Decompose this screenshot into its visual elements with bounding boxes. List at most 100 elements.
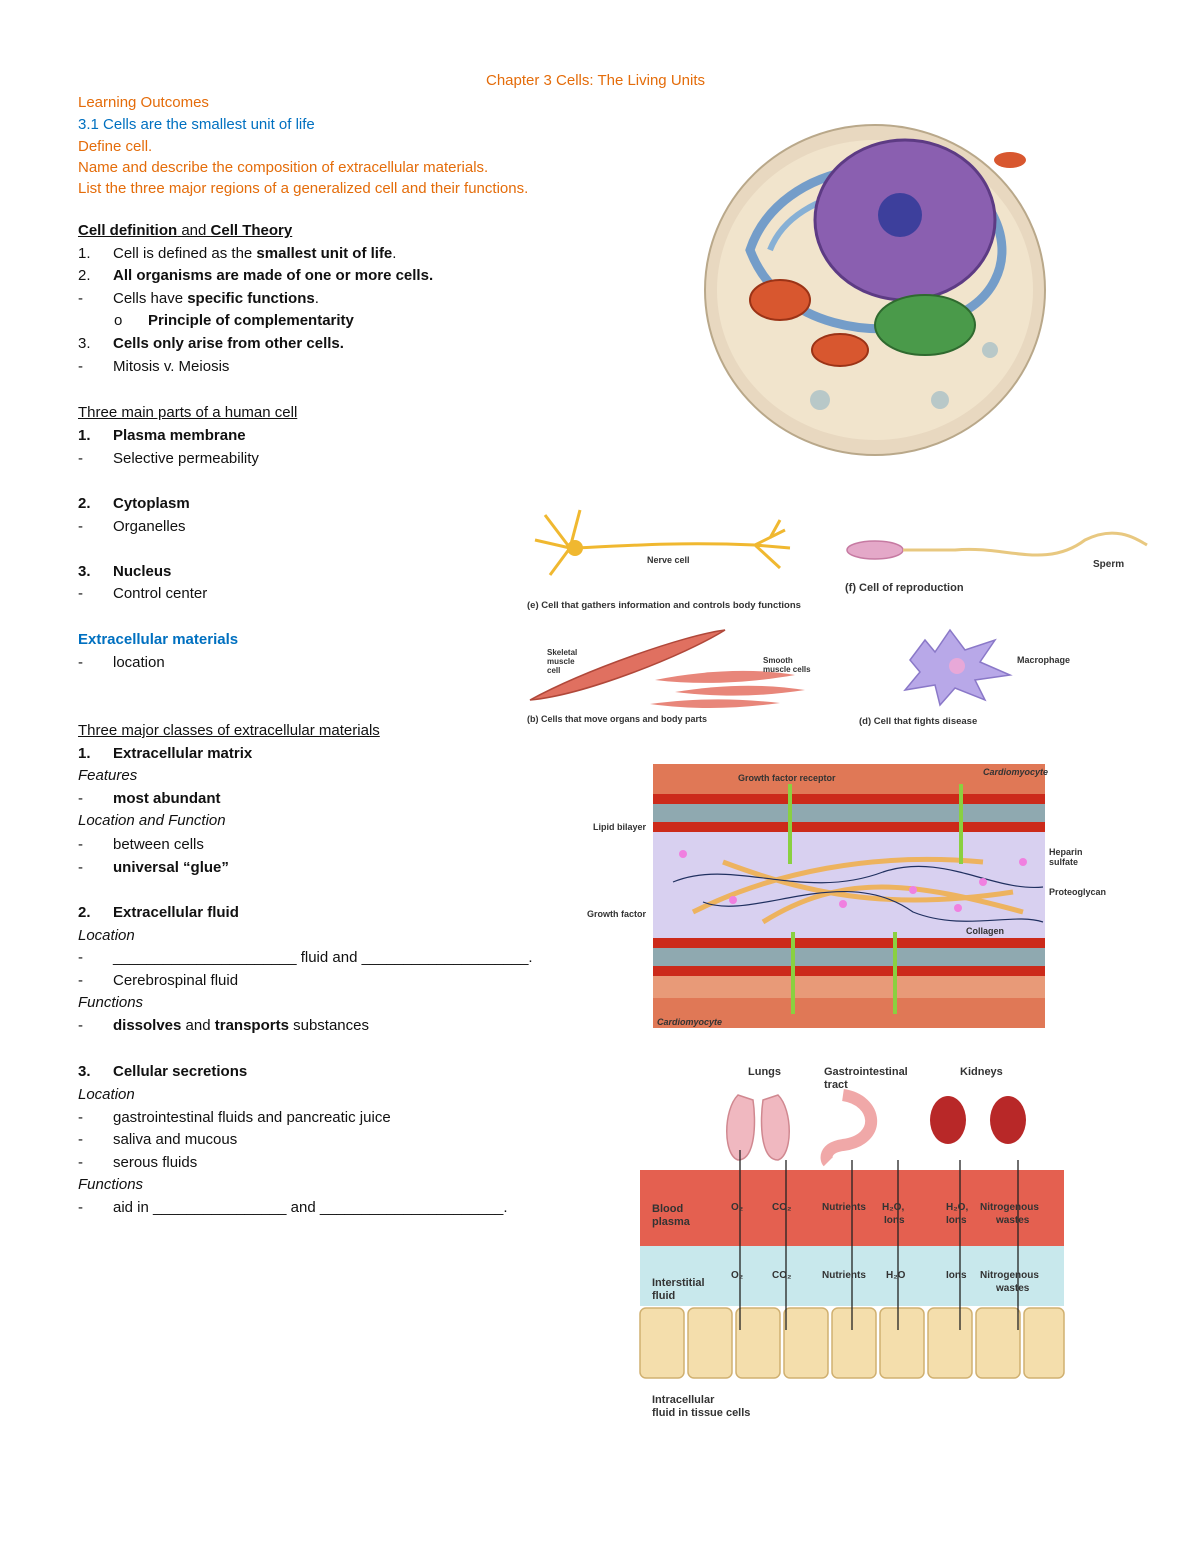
- list-marker: -: [78, 654, 83, 671]
- heparin-label: Heparin: [1049, 847, 1083, 857]
- macrophage-icon: [903, 628, 1013, 707]
- vesicle: [931, 391, 949, 409]
- heading-part: Cell definition: [78, 222, 178, 239]
- co2-label: CO₂: [772, 1202, 791, 1213]
- nerve-cell-icon: [534, 509, 791, 576]
- nerve-cell-body: [567, 540, 583, 556]
- list-item: Mitosis v. Meiosis: [113, 358, 230, 375]
- outcome-item: List the three major regions of a genera…: [78, 180, 529, 197]
- proteoglycan-strands: [672, 865, 1044, 923]
- skeletal-label: cell: [547, 666, 560, 675]
- heading-part: and: [177, 222, 211, 239]
- list-marker: -: [78, 1154, 83, 1171]
- sperm-label: Sperm: [1093, 559, 1124, 570]
- text-part: dissolves: [113, 1017, 182, 1034]
- cardiomyocyte-bottom: [653, 998, 1045, 1028]
- lipid-bilayer-bottom: [653, 938, 1045, 976]
- list-marker: -: [78, 290, 83, 307]
- o2-label: O₂: [731, 1270, 743, 1281]
- heparin-label: sulfate: [1049, 857, 1078, 867]
- list-marker: 2.: [78, 267, 91, 284]
- generalized-cell-illustration: [704, 124, 1046, 456]
- nucleolus: [878, 193, 922, 237]
- blood-label: Blood: [652, 1203, 683, 1215]
- list-item: gastrointestinal fluids and pancreatic j…: [113, 1109, 391, 1126]
- growth-factor-receptor: [788, 784, 963, 1014]
- gi-label: Gastrointestinal: [824, 1066, 908, 1078]
- list-item: Cell is defined as the smallest unit of …: [113, 244, 396, 264]
- cell-types-figure: Nerve cell (e) Cell that gathers informa…: [527, 509, 1148, 727]
- stomach-icon: [820, 1089, 878, 1167]
- muscle-cell-icon: [529, 629, 805, 709]
- smooth-label: Smooth: [763, 656, 793, 665]
- nutrients-label: Nutrients: [822, 1202, 866, 1213]
- list-marker: -: [78, 972, 83, 989]
- h2o-label: H₂O,: [946, 1202, 968, 1213]
- h2o-label: H₂O,: [882, 1202, 904, 1213]
- heading-part: Cell Theory: [210, 222, 293, 239]
- mitochondrion: [811, 333, 869, 367]
- list-marker: -: [78, 949, 83, 966]
- list-marker: -: [78, 836, 83, 853]
- gi-label: tract: [824, 1079, 848, 1091]
- smooth-label: muscle cells: [763, 665, 811, 674]
- list-marker: 3.: [78, 1063, 91, 1080]
- list-item: Principle of complementarity: [148, 312, 354, 329]
- matrix-space: [653, 832, 1045, 938]
- blood-label: plasma: [652, 1216, 691, 1228]
- vesicle: [982, 342, 998, 358]
- list-marker: -: [78, 1109, 83, 1126]
- text-part: Cells have: [113, 290, 188, 307]
- text-part: specific functions: [187, 290, 315, 307]
- list-marker: -: [78, 518, 83, 535]
- list-item: location: [113, 654, 165, 671]
- nitrogenous-label: wastes: [995, 1215, 1030, 1226]
- text-part: smallest unit of life: [256, 245, 393, 262]
- ions-label: Ions: [884, 1215, 905, 1226]
- list-item: Cells have specific functions.: [113, 289, 319, 309]
- lungs-label: Lungs: [748, 1066, 781, 1078]
- receptor-label: Growth factor receptor: [738, 773, 836, 783]
- cell-theory-heading: Cell definition and Cell Theory: [78, 221, 292, 241]
- list-marker: -: [78, 450, 83, 467]
- list-item: Nucleus: [113, 563, 172, 580]
- nitrogenous-label: Nitrogenous: [980, 1270, 1039, 1281]
- tissue-cells: [639, 1307, 1065, 1379]
- page-title: Chapter 3 Cells: The Living Units: [486, 72, 705, 89]
- subheading: Features: [78, 767, 138, 784]
- growth-factor-dots: [679, 850, 1027, 912]
- list-item: Organelles: [113, 518, 186, 535]
- caption-e: (e) Cell that gathers information and co…: [527, 600, 801, 611]
- outcomes-heading: Learning Outcomes: [78, 94, 209, 111]
- proteoglycan-label: Proteoglycan: [1049, 887, 1106, 897]
- list-item: universal “glue”: [113, 859, 229, 876]
- list-marker: 1.: [78, 427, 91, 444]
- list-marker: -: [78, 1131, 83, 1148]
- text-part: Cell is defined as the: [113, 245, 257, 262]
- fill-in-blank: ______________________ fluid and _______…: [113, 949, 533, 966]
- kidneys-label: Kidneys: [960, 1066, 1003, 1078]
- caption-b: (b) Cells that move organs and body part…: [527, 714, 707, 724]
- fluid-exchange-figure: Lungs Gastrointestinal tract Kidneys Blo…: [639, 1066, 1065, 1419]
- list-item: Cytoplasm: [113, 495, 190, 512]
- subheading: Location and Function: [78, 812, 226, 829]
- subheading: Functions: [78, 1176, 144, 1193]
- list-marker: 1.: [78, 745, 91, 762]
- cardiomyocyte-top: [653, 764, 1045, 794]
- growth-factor-label: Growth factor: [587, 909, 646, 919]
- subheading: Location: [78, 927, 135, 944]
- caption-f: (f) Cell of reproduction: [845, 582, 964, 594]
- list-marker: 2.: [78, 904, 91, 921]
- kidney-icon: [990, 1096, 1026, 1144]
- subheading: Location: [78, 1086, 135, 1103]
- lipid-label: Lipid bilayer: [593, 822, 647, 832]
- list-item: Extracellular fluid: [113, 904, 239, 921]
- list-item: Cellular secretions: [113, 1063, 248, 1080]
- text-part: transports: [214, 1017, 289, 1034]
- skeletal-label: muscle: [547, 657, 575, 666]
- list-item: most abundant: [113, 790, 221, 807]
- sperm-icon: [846, 531, 1148, 560]
- outcome-item: Define cell.: [78, 138, 153, 155]
- list-item: Extracellular matrix: [113, 745, 253, 762]
- list-item: Selective permeability: [113, 450, 259, 467]
